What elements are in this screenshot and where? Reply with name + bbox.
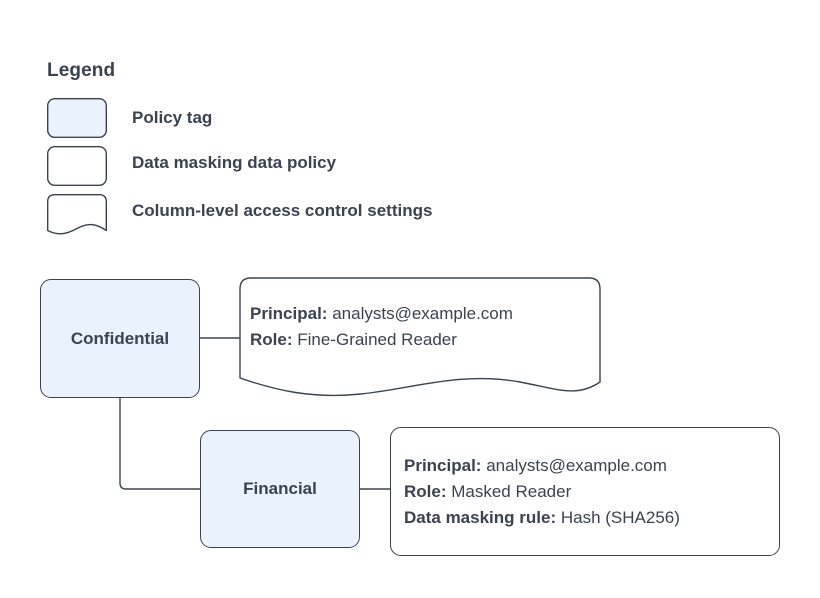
callout-policy-key-3: Data masking rule: <box>404 508 557 527</box>
node-confidential-label: Confidential <box>70 328 170 348</box>
document-shape-swatch-icon <box>47 194 107 235</box>
callout-document-shape <box>239 277 601 397</box>
legend-label-data-masking-policy: Data masking data policy <box>132 153 337 172</box>
callout-policy-value-3: Hash (SHA256) <box>560 508 680 527</box>
data-masking-policy-swatch-icon <box>47 146 107 186</box>
callout-settings-key-2: Role: <box>250 330 293 349</box>
policy-tag-swatch-icon <box>47 98 107 138</box>
node-confidential[interactable]: Confidential <box>40 279 200 398</box>
node-financial-label: Financial <box>243 479 317 498</box>
callout-policy-line-3: Data masking rule: Hash (SHA256) <box>404 505 680 531</box>
callout-policy-key-2: Role: <box>404 482 447 501</box>
callout-policy-key-1: Principal: <box>404 456 482 475</box>
node-financial[interactable]: Financial <box>200 430 360 548</box>
legend-label-policy-tag: Policy tag <box>132 108 213 127</box>
callout-policy-value-2: Masked Reader <box>451 482 572 501</box>
callout-policy-value-1: analysts@example.com <box>486 456 667 475</box>
legend-label-column-access-settings: Column-level access control settings <box>132 201 433 220</box>
callout-settings-line-2: Role: Fine-Grained Reader <box>250 327 457 353</box>
callout-settings-value-2: Fine-Grained Reader <box>297 330 457 349</box>
legend-title: Legend <box>47 60 116 81</box>
callout-settings-key-1: Principal: <box>250 304 328 323</box>
callout-policy-line-2: Role: Masked Reader <box>404 479 571 505</box>
callout-policy-line-1: Principal: analysts@example.com <box>404 453 667 479</box>
edge-confidential-to-financial <box>119 398 200 490</box>
callout-financial-policy[interactable]: Principal: analysts@example.com Role: Ma… <box>390 427 780 556</box>
callout-confidential-settings[interactable]: Principal: analysts@example.com Role: Fi… <box>239 277 602 399</box>
callout-settings-line-1: Principal: analysts@example.com <box>250 301 513 327</box>
callout-settings-value-1: analysts@example.com <box>332 304 513 323</box>
